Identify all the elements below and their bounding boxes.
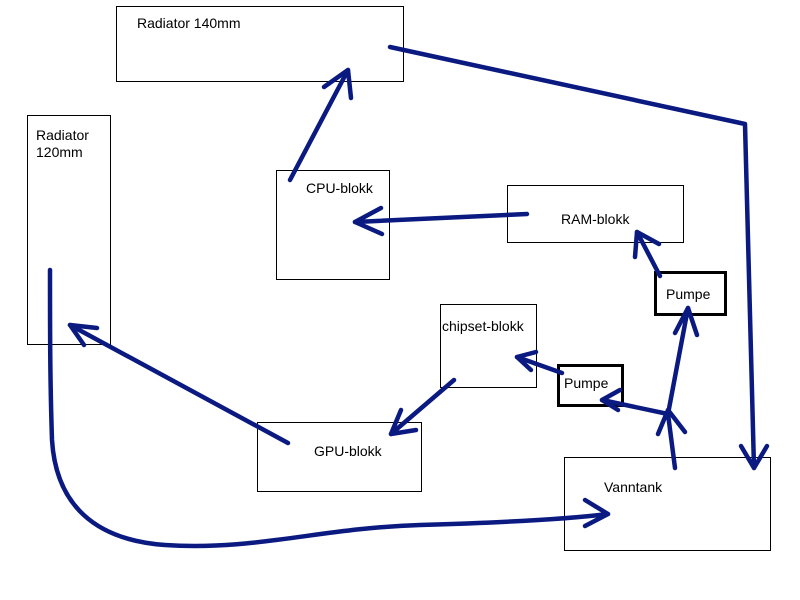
arrow-radiator120-to-reservoir: [47, 267, 611, 549]
reservoir-box: [564, 457, 771, 551]
arrowhead-pump-bottom-to-chipset: [514, 349, 539, 373]
radiator-120-label: Radiator 120mm: [36, 127, 89, 160]
arrowhead-junction-up: [655, 407, 688, 437]
arrowhead-cpu-to-radiator140: [321, 67, 354, 101]
arrow-chipset-to-gpu: [388, 377, 457, 437]
arrow-gpu-to-radiator120: [67, 322, 291, 446]
arrow-pump-bottom-to-chipset: [514, 354, 565, 376]
cpu-block-label: CPU-blokk: [306, 180, 373, 196]
arrow-radiator140-to-reservoir: [387, 44, 757, 471]
arrow-ram-to-cpu: [352, 211, 530, 225]
arrowhead-pump-top-to-ram: [632, 229, 662, 260]
arrowhead-junction-to-pump-bottom: [599, 387, 623, 413]
arrowhead-chipset-to-gpu: [388, 407, 419, 437]
arrowhead-reservoir-to-pump-top: [672, 305, 700, 338]
arrow-pump-top-to-ram: [634, 229, 663, 279]
arrowhead-ram-to-cpu: [352, 205, 385, 237]
cpu-block-box: [276, 170, 390, 280]
arrowhead-radiator140-to-reservoir: [738, 443, 770, 471]
radiator-120-box: [27, 115, 111, 345]
arrowhead-radiator120-to-reservoir: [582, 497, 611, 529]
reservoir-label: Vanntank: [604, 479, 663, 495]
radiator-140-label: Radiator 140mm: [137, 15, 241, 31]
pump-bottom-label: Pumpe: [564, 375, 609, 391]
pump-top-box: [654, 271, 727, 316]
radiator-140-box: [116, 6, 404, 82]
pump-bottom-box: [557, 364, 624, 407]
arrow-junction-to-pump-bottom: [599, 397, 671, 417]
ram-block-box: [507, 185, 684, 243]
chipset-block-label: chipset-blokk: [442, 318, 524, 334]
arrowhead-gpu-to-radiator120: [67, 322, 100, 348]
pump-top-label: Pumpe: [666, 286, 711, 302]
gpu-block-label: GPU-blokk: [314, 443, 382, 459]
ram-block-label: RAM-blokk: [561, 211, 630, 227]
arrow-cpu-to-radiator140: [287, 67, 351, 183]
chipset-block-box: [440, 304, 537, 388]
